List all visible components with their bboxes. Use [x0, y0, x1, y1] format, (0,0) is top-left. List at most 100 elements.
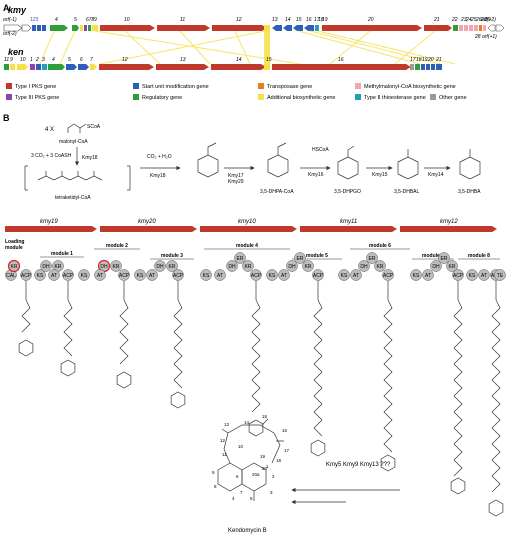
dhbal-structure — [397, 149, 419, 180]
tetraketidyl-label: tetraketidyl-CoA — [55, 195, 91, 201]
kmy-gene-label: 22 — [451, 17, 458, 23]
ring-number: 3 — [270, 490, 273, 495]
domain-at: AT — [214, 269, 226, 281]
domain-label: AT — [217, 273, 223, 279]
domain-at: AT — [478, 269, 490, 281]
kmy-gene-label: 9 — [94, 17, 97, 23]
domain-at: AT — [94, 269, 106, 281]
domain-ks: KS — [134, 269, 146, 281]
ring-number: 5 — [250, 496, 253, 501]
legend-swatch — [355, 94, 361, 100]
domain-dh: DH — [154, 260, 166, 272]
chain-backbone — [251, 299, 261, 413]
domain-label: DH — [360, 264, 368, 270]
kmy-gene-label: 13 — [272, 17, 278, 23]
ken-gene-label: 4 — [52, 57, 55, 63]
ken-gene-label: 6 — [80, 57, 83, 63]
ken-gene-label: 18 — [416, 57, 422, 63]
legend-item: Methylmalonyl-CoA biosynthetic gene — [355, 83, 456, 90]
chain-backbone — [491, 299, 501, 493]
chain-backbone — [173, 299, 183, 389]
legend-swatch — [133, 94, 139, 100]
domain-label: KR — [305, 264, 312, 270]
legend-item: Type II thioesterase gene — [355, 94, 426, 101]
legend-swatch — [6, 94, 12, 100]
domain-label: ACP — [453, 273, 464, 279]
chain-backbone — [63, 299, 73, 357]
legend-label: Type II thioesterase gene — [364, 95, 426, 101]
domain-ks: KS — [466, 269, 478, 281]
kmy18-a-label: Kmy18 — [82, 155, 98, 161]
ring-number: 12 — [220, 438, 226, 443]
domain-label: KR — [169, 264, 176, 270]
resorcinol-ring — [170, 391, 186, 409]
resorcinol-ring — [18, 339, 34, 357]
domain-te: TE — [494, 269, 506, 281]
ring-number: 8 — [214, 484, 217, 489]
kmy-orf-right-top: orf(+2) — [481, 17, 496, 23]
ring-number: 14 — [244, 420, 250, 425]
domain-ks: KS — [338, 269, 350, 281]
domain-er: ER — [294, 252, 306, 264]
pks-gene-label: kmy10 — [238, 219, 256, 225]
pks-gene-label: kmy19 — [40, 219, 58, 225]
polyketide-intermediates — [18, 281, 504, 517]
domain-ks: KS — [410, 269, 422, 281]
kmy-gene-label: 27 — [480, 17, 487, 23]
domain-label: DH — [228, 264, 236, 270]
domain-dh: DH — [97, 259, 111, 273]
domain-label: KS — [469, 273, 476, 279]
domain-label: KR — [449, 264, 456, 270]
legend-swatch — [133, 83, 139, 89]
domain-label: ACP — [173, 273, 184, 279]
triketone-structure — [197, 142, 219, 178]
domain-kr: KR — [110, 260, 122, 272]
ring-number: 10 — [238, 444, 244, 449]
dhpa-coa-label: 3,5-DHPA-CoA — [260, 189, 294, 195]
kmy-gene-label: 21 — [433, 17, 440, 23]
domain-kr: KR — [374, 260, 386, 272]
module-label: module 4 — [236, 243, 258, 249]
ring-number: 6 — [236, 474, 239, 479]
domain-label: ACP — [21, 273, 32, 279]
domain-er: ER — [366, 252, 378, 264]
domain-label: DH — [432, 264, 440, 270]
domain-label: DH — [42, 264, 50, 270]
module-label: module 8 — [468, 253, 490, 259]
module-label: module 7 — [422, 253, 444, 259]
legend-label: Additional biosynthetic gene — [267, 95, 336, 101]
domain-label: CAL — [6, 273, 16, 279]
domain-ks: KS — [200, 269, 212, 281]
domain-label: AT — [51, 273, 57, 279]
ken-gene-label: 2 — [35, 57, 39, 63]
ring-number: 13 — [224, 422, 230, 427]
ring-number: 11 — [222, 452, 227, 457]
scoa-label: SCoA — [87, 124, 101, 130]
domain-ks: KS — [266, 269, 278, 281]
malonyl-coa-structure — [67, 123, 87, 133]
pks-gene-arrows — [5, 226, 497, 232]
domain-label: ER — [441, 256, 448, 262]
domain-dh: DH — [226, 260, 238, 272]
domain-label: ACP — [251, 273, 262, 279]
domain-label: KR — [245, 264, 252, 270]
kmy-gene-label: 15 — [296, 17, 302, 23]
module-label: module 1 — [51, 251, 73, 257]
ring-number: 9 — [212, 470, 215, 475]
ken-gene-label: 3 — [42, 57, 45, 63]
domain-kr: KR — [166, 260, 178, 272]
co2-h2o-label: CO₂ + H₂O — [147, 154, 172, 160]
domain-acp: ACP — [118, 269, 130, 281]
legend-label: Start unit modification gene — [142, 84, 209, 90]
domain-label: AT — [97, 273, 103, 279]
module-label: module 6 — [369, 243, 391, 249]
chain-backbone — [313, 299, 323, 437]
domain-label: TE — [497, 273, 504, 279]
resorcinol-ring — [116, 371, 132, 389]
domain-label: AT — [149, 273, 155, 279]
ken-cluster-title: ken — [8, 47, 24, 57]
